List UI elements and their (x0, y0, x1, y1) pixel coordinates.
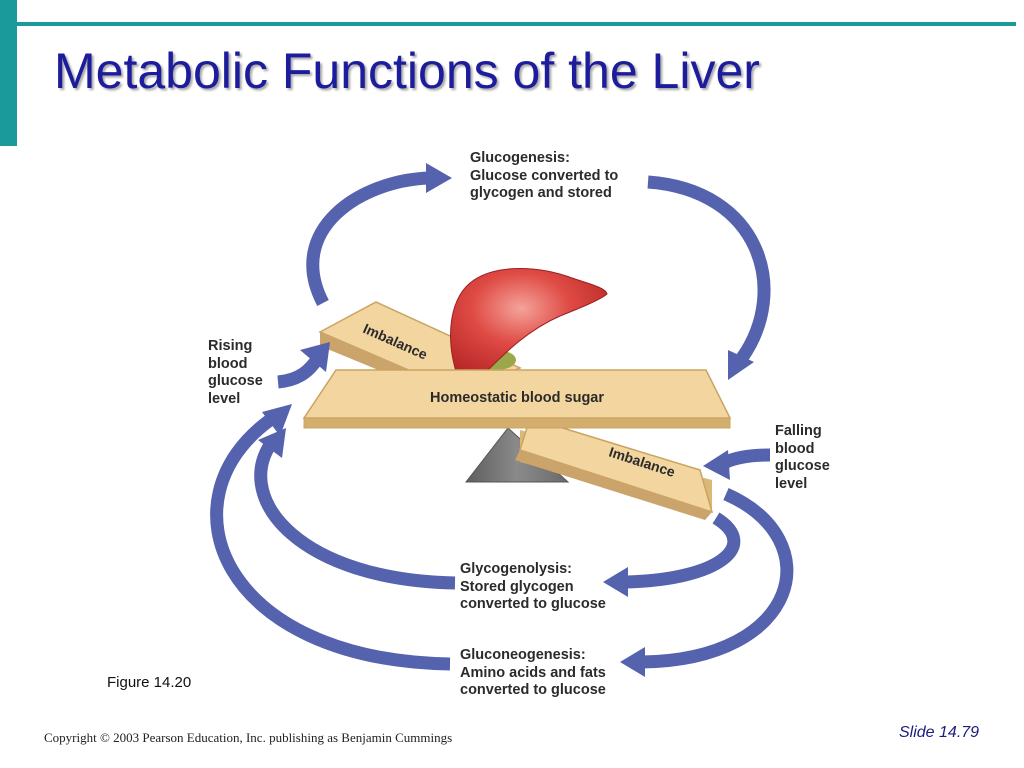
glucogenesis-label: Glucogenesis: Glucose converted to glyco… (470, 150, 619, 201)
arrowhead-gluconeogenesis (620, 647, 645, 677)
arrowhead-glycogenolysis (603, 567, 628, 597)
slide-title: Metabolic Functions of the Liver (54, 43, 760, 99)
glycogenolysis-label: Glycogenolysis: Stored glycogen converte… (460, 561, 606, 612)
arrow-to-glycogenolysis (624, 512, 741, 589)
arrow-from-glycogenolysis (254, 441, 456, 590)
gluconeogenesis-label: Gluconeogenesis: Amino acids and fats co… (460, 647, 606, 698)
arrowhead-glucogenesis (426, 163, 452, 193)
accent-bar (0, 0, 17, 146)
imbalance-board-bottom (515, 417, 714, 520)
arrowhead-from-gluconeogenesis (262, 404, 292, 436)
arrowhead-into-balance-top (728, 350, 754, 380)
arrow-to-gluconeogenesis (641, 488, 794, 669)
arrowhead-from-glycogenolysis (258, 428, 286, 458)
arrow-falling-level (723, 448, 771, 469)
arrowhead-rising (300, 342, 330, 372)
rising-glucose-label: Rising blood glucose level (208, 338, 263, 407)
homeostatic-board (302, 369, 732, 429)
arrow-rising-level (277, 354, 324, 389)
arrow-to-glucogenesis (306, 171, 431, 306)
arrowhead-falling (703, 450, 730, 480)
arrow-from-gluconeogenesis (210, 414, 451, 671)
copyright-notice: Copyright © 2003 Pearson Education, Inc.… (44, 730, 453, 745)
arrow-from-glucogenesis (647, 175, 771, 362)
figure-caption: Figure 14.20 (107, 674, 192, 691)
homeostatic-label: Homeostatic blood sugar (430, 390, 604, 406)
slide-number: Slide 14.79 (899, 724, 980, 741)
title-rule (16, 22, 1016, 26)
liver-illustration (450, 268, 608, 383)
falling-glucose-label: Falling blood glucose level (775, 423, 830, 492)
